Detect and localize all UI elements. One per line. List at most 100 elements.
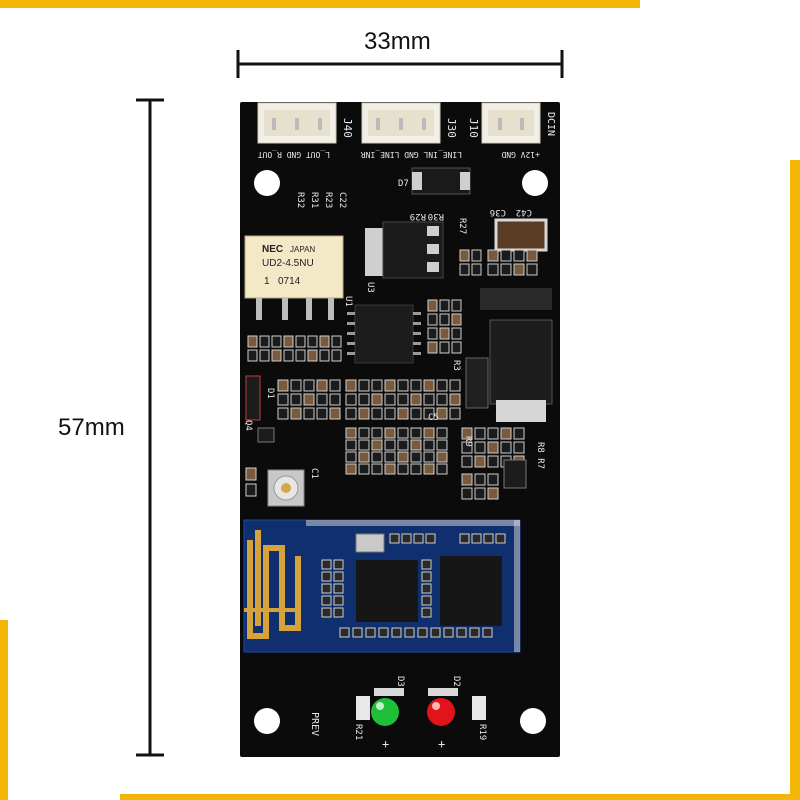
- smd-part: [487, 455, 499, 468]
- smd-part: [421, 571, 432, 582]
- smd-part: [333, 607, 344, 618]
- silk-r8r7: R8 R7: [535, 442, 545, 469]
- silk-c22: C22: [337, 192, 347, 208]
- smd-part: [271, 335, 282, 348]
- smd-part: [295, 349, 306, 362]
- smd-part: [339, 627, 350, 638]
- power-transistor: [465, 288, 553, 422]
- smd-part: [389, 533, 400, 544]
- resistor-r21: [356, 696, 370, 720]
- dcin-label: DCIN: [545, 112, 556, 136]
- smd-part: [449, 379, 461, 392]
- smd-part: [474, 473, 486, 486]
- smd-part: [333, 559, 344, 570]
- smd-part: [371, 439, 383, 451]
- silk-d2: D2: [451, 676, 461, 687]
- smd-part: [436, 439, 448, 451]
- smd-part: [371, 427, 383, 439]
- smd-part: [483, 533, 494, 544]
- smd-part: [401, 533, 412, 544]
- smd-part: [247, 335, 258, 348]
- ufl-connector: [267, 469, 305, 507]
- silk-r27: R27: [457, 218, 467, 234]
- smd-part: [358, 451, 370, 463]
- smd-part: [436, 463, 448, 475]
- smd-part: [423, 463, 435, 475]
- smd-part: [474, 441, 486, 454]
- smd-part: [436, 393, 448, 406]
- smd-part: [333, 595, 344, 606]
- smd-part: [423, 427, 435, 439]
- smd-part: [329, 393, 341, 406]
- smd-part: [397, 439, 409, 451]
- smd-part: [345, 439, 357, 451]
- smd-part: [500, 263, 512, 276]
- smd-part: [259, 335, 270, 348]
- smd-part: [451, 341, 462, 354]
- smd-part: [526, 249, 538, 262]
- smd-part: [316, 379, 328, 392]
- smd-part: [471, 533, 482, 544]
- smd-part: [451, 299, 462, 312]
- connector-j30-label: J30: [445, 118, 458, 138]
- connector-j10: [481, 102, 541, 144]
- smd-part: [321, 595, 332, 606]
- smd-part: [271, 349, 282, 362]
- smd-part: [436, 451, 448, 463]
- smd-part: [384, 379, 396, 392]
- connector-j30-pins: LINE_INL GND LINE_INR: [361, 150, 462, 159]
- silk-r21: R21: [353, 724, 363, 740]
- mounting-hole-bottom-right: [520, 708, 546, 734]
- smd-part: [384, 451, 396, 463]
- smd-part: [329, 407, 341, 420]
- smd-part: [384, 393, 396, 406]
- silk-prev: PREV: [309, 712, 320, 736]
- mounting-hole-bottom-left: [254, 708, 280, 734]
- smd-part: [474, 455, 486, 468]
- smd-part: [471, 263, 482, 276]
- smd-part: [482, 627, 493, 638]
- smd-part: [469, 627, 480, 638]
- smd-part: [459, 263, 470, 276]
- smd-part: [358, 439, 370, 451]
- smd-part: [436, 379, 448, 392]
- silk-r30: R30: [428, 211, 444, 221]
- smd-part: [410, 407, 422, 420]
- smd-part: [513, 263, 525, 276]
- smd-part: [321, 571, 332, 582]
- smd-part: [513, 249, 525, 262]
- smd-part: [358, 379, 370, 392]
- smd-part: [277, 379, 289, 392]
- smd-part: [417, 627, 428, 638]
- smd-part: [456, 627, 467, 638]
- smd-part: [358, 407, 370, 420]
- silk-d3: D3: [395, 676, 405, 687]
- smd-part: [425, 533, 436, 544]
- smd-part: [319, 349, 330, 362]
- smd-part: [283, 349, 294, 362]
- transistor-q3: [503, 459, 527, 489]
- smd-part: [487, 249, 499, 262]
- smd-part: [423, 407, 435, 420]
- smd-part: [487, 441, 499, 454]
- smd-part: [303, 407, 315, 420]
- smd-part: [307, 335, 318, 348]
- smd-part: [495, 533, 506, 544]
- smd-part: [474, 427, 486, 440]
- connector-j10-pins: +12V GND: [501, 150, 540, 159]
- smd-part: [333, 571, 344, 582]
- relay-model: UD2-4.5NU: [262, 258, 314, 269]
- smd-part: [421, 583, 432, 594]
- smd-part: [421, 607, 432, 618]
- connector-j40-pins: L_OUT GND R_OUT: [258, 150, 330, 159]
- relay-country: JAPAN: [290, 245, 315, 254]
- smd-part: [500, 249, 512, 262]
- smd-part: [345, 393, 357, 406]
- smd-part: [345, 427, 357, 439]
- smd-part: [423, 451, 435, 463]
- smd-part: [451, 327, 462, 340]
- smd-part: [345, 451, 357, 463]
- smd-part: [439, 327, 450, 340]
- smd-part: [259, 349, 270, 362]
- smd-part: [397, 463, 409, 475]
